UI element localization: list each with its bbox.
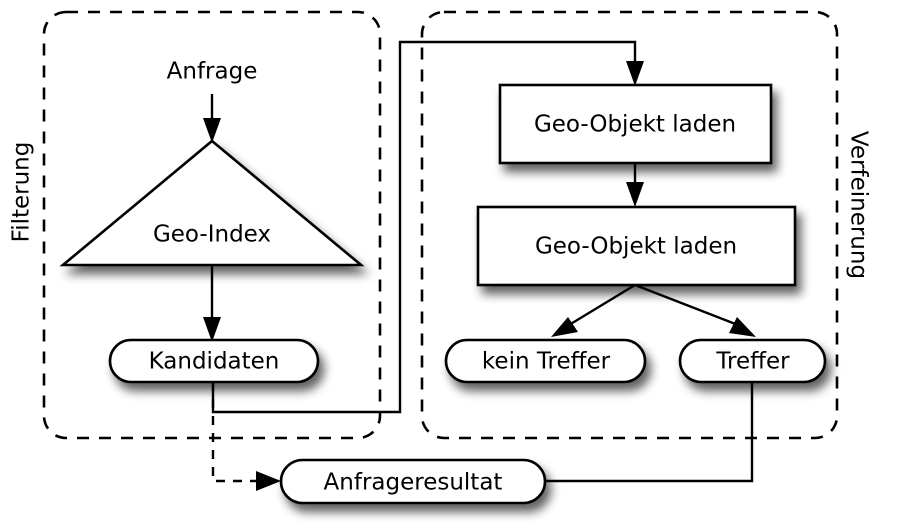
node-kein-treffer-shape	[444, 338, 647, 384]
node-treffer-label: Treffer	[715, 349, 790, 375]
edge-geo-objekt-laden-2-to-treffer	[634, 283, 756, 337]
node-anfrage[interactable]: Anfrage	[167, 59, 258, 85]
edge-geo-objekt-laden-1-to-2	[626, 163, 644, 207]
group-verfeinerung-box	[420, 10, 839, 440]
edge-treffer-to-anfrageresultat	[545, 382, 754, 483]
node-anfrage-label: Anfrage	[167, 59, 258, 85]
node-geo-objekt-laden-1-shape	[498, 83, 773, 165]
node-geo-index-label: Geo-Index	[153, 222, 271, 248]
node-kein-treffer-label: kein Treffer	[482, 349, 611, 375]
node-kandidaten[interactable]: Kandidaten	[108, 338, 320, 384]
node-geo-objekt-laden-1[interactable]: Geo-Objekt laden	[498, 83, 773, 165]
node-geo-objekt-laden-2-shape	[476, 205, 797, 287]
group-verfeinerung-label: Verfeinerung	[846, 131, 872, 279]
edge-anfrage-to-geo-index	[203, 94, 221, 143]
node-kandidaten-shape	[108, 338, 320, 384]
edge-geo-objekt-laden-2-to-kein-treffer	[551, 283, 636, 337]
node-geo-index-shape	[59, 139, 365, 267]
node-geo-objekt-laden-1-label: Geo-Objekt laden	[534, 112, 736, 138]
group-filterung-label: Filterung	[9, 142, 35, 243]
node-treffer[interactable]: Treffer	[678, 338, 827, 384]
node-anfrageresultat[interactable]: Anfrageresultat	[279, 458, 547, 505]
node-treffer-shape	[678, 338, 827, 384]
edge-kandidaten-to-anfrageresultat	[211, 382, 281, 491]
node-kein-treffer[interactable]: kein Treffer	[444, 338, 647, 384]
node-anfrageresultat-label: Anfrageresultat	[324, 470, 503, 496]
node-geo-objekt-laden-2[interactable]: Geo-Objekt laden	[476, 205, 797, 287]
node-kandidaten-label: Kandidaten	[149, 349, 280, 375]
node-geo-objekt-laden-2-label: Geo-Objekt laden	[535, 234, 737, 260]
node-geo-index[interactable]: Geo-Index	[59, 139, 365, 267]
node-anfrageresultat-shape	[279, 458, 547, 505]
group-verfeinerung: Verfeinerung	[420, 10, 872, 440]
edge-geo-index-to-kandidaten	[203, 265, 221, 342]
